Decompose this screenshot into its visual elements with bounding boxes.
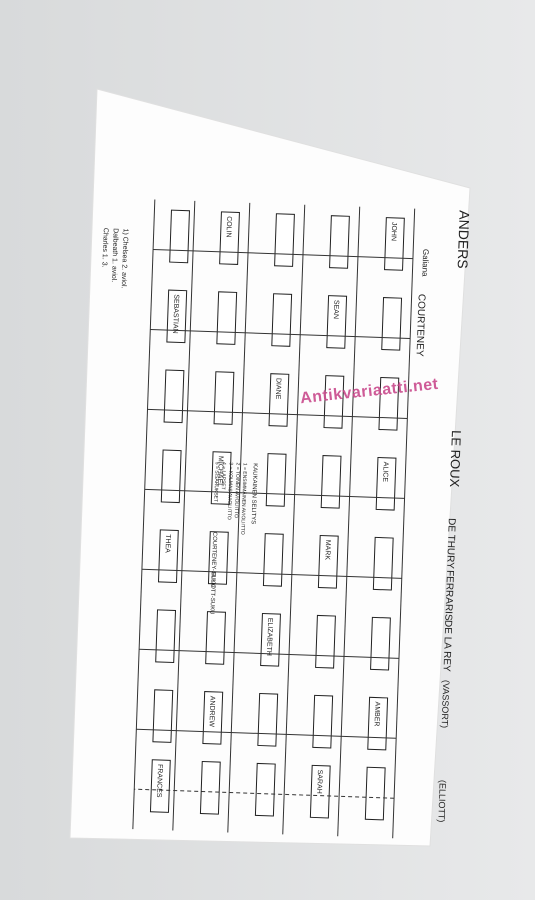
footnote-line-1: 1) Chelsea 2. aviol. (120, 228, 129, 288)
person-box (271, 293, 293, 347)
person-box (381, 297, 403, 351)
legend-item-5: 5 = SISARUKSET (212, 462, 219, 502)
person-box-label: ALICE (381, 462, 389, 483)
person-box (155, 609, 177, 663)
person-box-label: FRANCES (155, 764, 163, 798)
legend-item-4: 4 = LAPSET (220, 462, 227, 490)
person-box (169, 209, 190, 264)
person-box (257, 692, 279, 747)
legend: KAUKAINEN SELITYS 1 = ENSIMMÄINEN AVIOLI… (208, 462, 258, 615)
person-box (312, 694, 334, 749)
person-box (163, 369, 185, 424)
person-box-label: SEAN (332, 300, 340, 319)
family-name-le-roux: LE ROUX (447, 430, 464, 488)
person-box-label: MICHAEL (216, 456, 224, 487)
person-box-label: COLIN (225, 216, 233, 238)
person-box (265, 453, 287, 507)
legend-item-3: 3 = KOLMAS AVIOLIITTO (226, 462, 234, 520)
legend-brace-2: ELLIOTT-SUKU (208, 572, 215, 615)
person-box (268, 373, 290, 427)
person-box (207, 531, 229, 585)
person-box (157, 529, 179, 584)
person-box (375, 456, 397, 511)
person-box (367, 696, 389, 751)
person-box (378, 377, 400, 431)
connector-lines (132, 199, 416, 839)
person-box-label: THEA (164, 534, 172, 553)
person-box-grid: JOHN ALICE AMBER SEAN MARK SARAH DIANE ELIZABET… (149, 209, 405, 821)
person-box (210, 451, 232, 505)
family-name-elliott: (ELLIOTT) (436, 780, 447, 823)
person-box (166, 289, 188, 344)
person-box (315, 614, 336, 669)
person-box (384, 217, 405, 271)
family-name-de-thury: DE THURY (444, 518, 457, 569)
person-box-label: AMBER (373, 701, 381, 726)
person-box (254, 762, 276, 817)
family-tree-diagram: ANDERS Galiana COURTENEY LE ROUX DE THUR… (100, 199, 473, 839)
person-box (320, 455, 342, 509)
person-box (160, 449, 182, 504)
footnote-line-3: Charles 1. 3. (100, 228, 108, 268)
person-box-label: SARAH (315, 769, 323, 793)
family-name-courteney: COURTENEY (414, 294, 427, 357)
person-box (323, 375, 345, 429)
person-box (309, 764, 331, 819)
person-box (262, 533, 284, 587)
person-box-label: ANDREW (207, 696, 215, 728)
person-box (202, 691, 224, 745)
legend-item-2: 2 = TOINEN AVIOLIITTO (233, 462, 241, 518)
person-box (370, 616, 391, 671)
family-subnote: Galiana (420, 249, 430, 277)
footnote: 1) Chelsea 2. aviol. Dalbeath 1. aviol. … (100, 228, 129, 289)
person-box (216, 291, 238, 345)
person-box (205, 611, 226, 665)
family-name-de-la-rey: DE LA REY (441, 620, 454, 672)
person-box (219, 211, 240, 265)
person-box (274, 213, 295, 267)
person-box-label: SEBASTIAN (171, 294, 179, 334)
legend-title: KAUKAINEN SELITYS (250, 463, 258, 524)
family-name-vassort: (VASSORT) (440, 680, 452, 729)
person-box-label: MARK (323, 540, 331, 561)
person-box (372, 536, 394, 591)
person-box (213, 371, 235, 425)
person-box-label: ELIZABETH (265, 618, 273, 656)
person-box (326, 295, 348, 349)
person-box-label: JOHN (390, 222, 398, 241)
person-box-label: DIANE (274, 378, 282, 400)
legend-item-1: 1 = ENSIMMÄINEN AVIOLIITTO (239, 463, 249, 535)
legend-brace-1: COURTENEY-SUKU (209, 532, 217, 588)
family-name-ferraris: FERRARIS (442, 570, 455, 621)
footnote-line-2: Dalbeath 1. aviol. (110, 228, 119, 282)
person-box (317, 534, 339, 589)
family-name-anders: ANDERS (455, 210, 473, 269)
person-box (199, 761, 221, 815)
person-box (329, 215, 350, 269)
person-box (364, 766, 386, 821)
person-box (152, 689, 174, 743)
person-box (260, 613, 281, 667)
person-box (149, 759, 171, 813)
